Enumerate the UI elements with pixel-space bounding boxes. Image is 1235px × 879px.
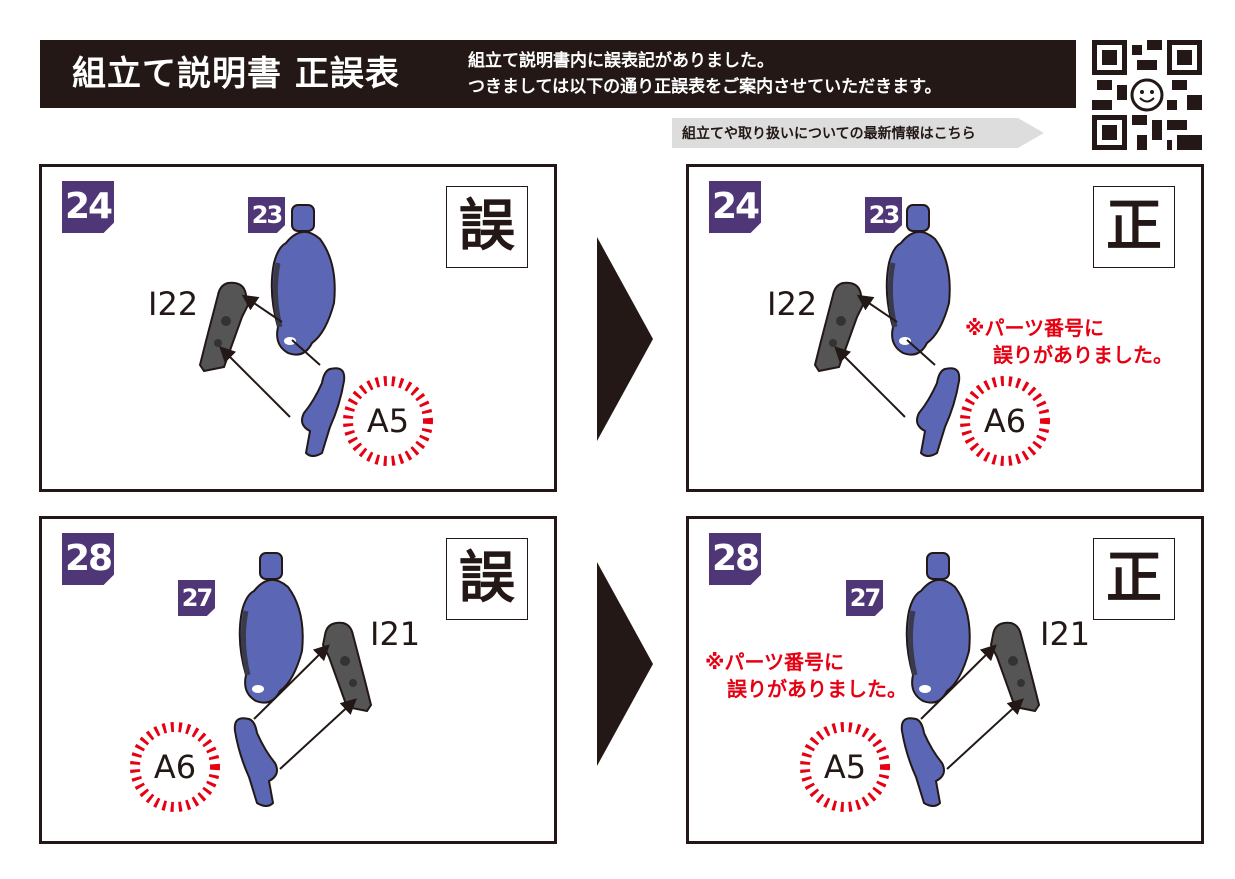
circled-part-number: A6 (129, 721, 221, 813)
latest-info-label: 組立てや取り扱いについての最新情報はこちら (682, 126, 976, 142)
correction-note: ※パーツ番号に 誤りがありました。 (705, 650, 907, 701)
arrow-right-icon (597, 562, 653, 766)
qr-code-icon[interactable] (1092, 40, 1202, 150)
part-number-label: I22 (767, 285, 818, 323)
wrong-label: 誤 (446, 538, 528, 620)
parts-illustration (814, 167, 961, 457)
panel-step24-correct: 24 23 正 I22 ※パーツ番号に 誤りがありました。 A6 (686, 164, 1204, 492)
panel-step28-wrong: 28 27 誤 I21 A6 (39, 516, 557, 844)
sub-step-badge: 23 (865, 197, 902, 233)
step-number-badge: 28 (62, 533, 114, 585)
correct-label: 正 (1093, 538, 1175, 620)
step-number-badge: 24 (709, 181, 761, 233)
correction-note: ※パーツ番号に 誤りがありました。 (965, 316, 1173, 367)
circled-part-number: A5 (342, 375, 434, 467)
parts-illustration (199, 167, 346, 457)
arrow-right-icon (597, 237, 653, 441)
parts-illustration (900, 519, 1040, 807)
panel-step24-wrong: 24 23 誤 I22 A5 (39, 164, 557, 492)
part-number-label: I22 (148, 285, 199, 323)
parts-illustration (233, 519, 372, 807)
correct-label: 正 (1093, 186, 1175, 268)
red-dashed-circle-icon (800, 722, 890, 812)
sub-step-badge: 23 (248, 197, 285, 233)
step-number-badge: 28 (709, 533, 761, 585)
step-number-badge: 24 (62, 181, 114, 233)
panel-step28-correct: 28 27 正 I21 ※パーツ番号に 誤りがありました。 A5 (686, 516, 1204, 844)
header-banner (40, 40, 1076, 108)
page-title: 組立て説明書 正誤表 (72, 54, 400, 94)
latest-info-link[interactable]: 組立てや取り扱いについての最新情報はこちら (672, 118, 1044, 148)
header-message-line2: つきましては以下の通り正誤表をご案内させていただきます。 (468, 77, 942, 97)
part-number-label: I21 (370, 615, 421, 653)
sub-step-badge: 27 (178, 580, 215, 616)
red-dashed-circle-icon (130, 722, 220, 812)
sub-step-badge: 27 (846, 580, 883, 616)
circled-part-number: A5 (799, 721, 891, 813)
red-dashed-circle-icon (960, 376, 1050, 466)
part-number-label: I21 (1040, 615, 1091, 653)
red-dashed-circle-icon (343, 376, 433, 466)
wrong-label: 誤 (446, 186, 528, 268)
header-message-line1: 組立て説明書内に誤表記がありました。 (468, 51, 774, 71)
circled-part-number: A6 (959, 375, 1051, 467)
